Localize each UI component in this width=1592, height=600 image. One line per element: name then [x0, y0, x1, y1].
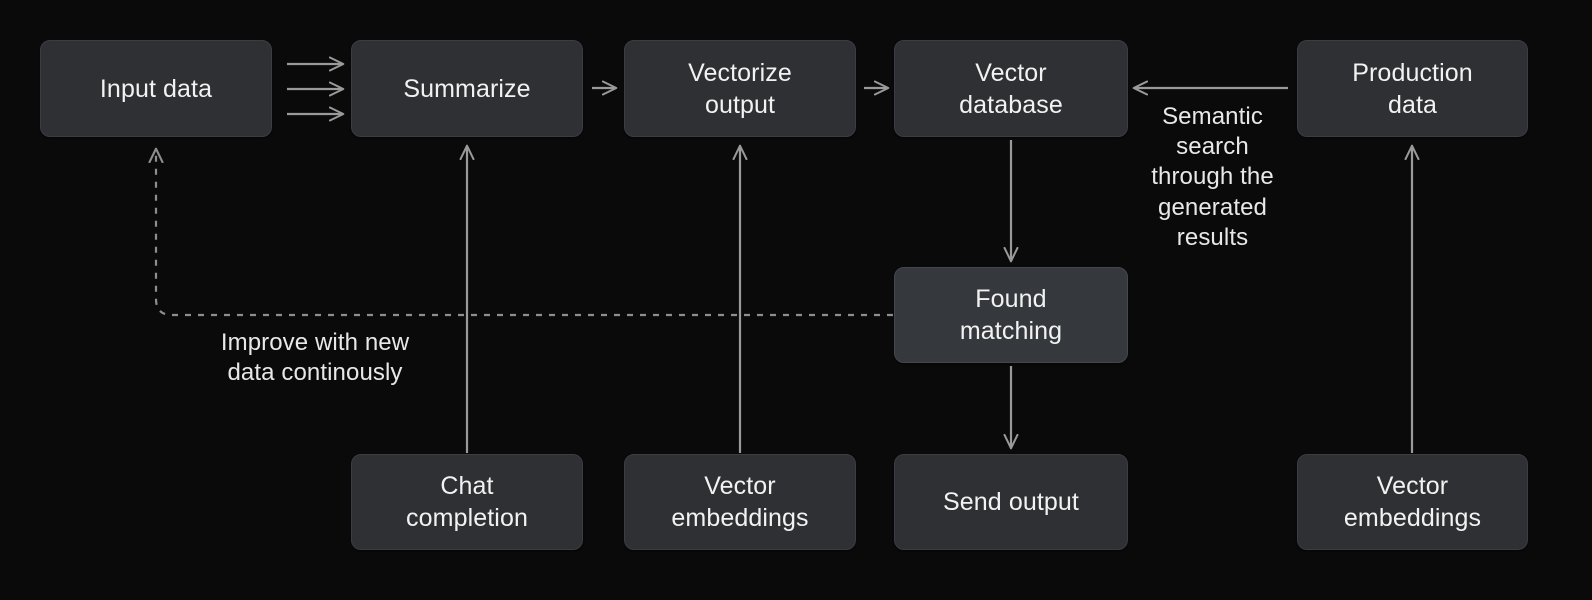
edge-label-semantic-search: Semantic search through the generated re… [1151, 103, 1274, 251]
node-vector-embeddings-right[interactable]: Vector embeddings [1297, 454, 1528, 550]
node-label: Vector embeddings [1343, 472, 1482, 532]
node-label: Input data [99, 74, 213, 103]
node-label: Found matching [959, 285, 1063, 345]
node-label: Vector embeddings [671, 472, 809, 532]
node-label: Summarize [403, 74, 531, 103]
node-label: Send output [943, 488, 1079, 516]
edge-label-improve-loop: Improve with new data continously [220, 329, 410, 387]
node-send-output[interactable]: Send output [894, 454, 1128, 550]
node-production-data[interactable]: Production data [1297, 40, 1528, 137]
node-chat-completion[interactable]: Chat completion [351, 454, 583, 550]
edge-found-matching-to-input-feedback [156, 149, 893, 317]
node-found-matching[interactable]: Found matching [894, 267, 1128, 363]
node-vectorize-output[interactable]: Vectorize output [624, 40, 856, 137]
node-label: Vectorize output [688, 58, 792, 119]
node-input-data[interactable]: Input data [40, 40, 272, 137]
node-label: Vector database [959, 58, 1063, 119]
node-label: Production data [1352, 58, 1473, 119]
node-label: Chat completion [406, 472, 528, 532]
node-vector-embeddings-mid[interactable]: Vector embeddings [624, 454, 856, 550]
node-vector-database[interactable]: Vector database [894, 40, 1128, 137]
node-summarize[interactable]: Summarize [351, 40, 583, 137]
